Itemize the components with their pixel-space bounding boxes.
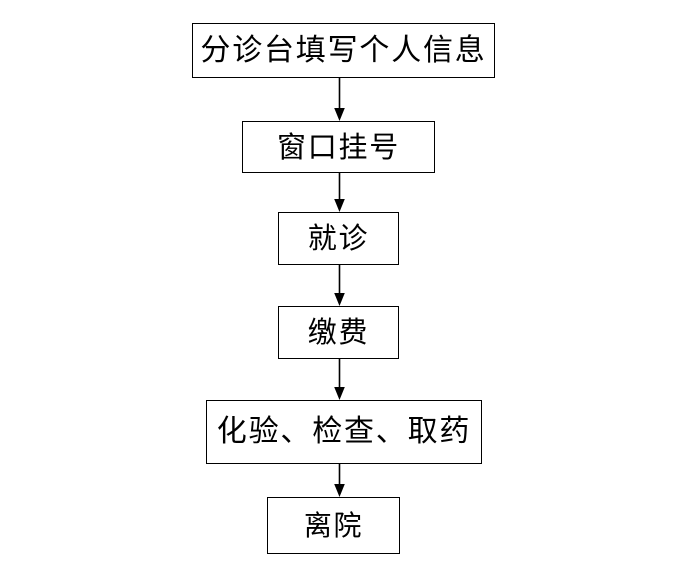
flow-node-label: 就诊 [307,221,370,255]
flow-node-label: 缴费 [307,315,370,349]
flow-node-window-registration[interactable]: 窗口挂号 [242,121,435,173]
flow-node-label: 窗口挂号 [277,129,400,164]
flow-node-label: 分诊台填写个人信息 [200,32,487,68]
flow-arrow-payment-to-tests [331,359,348,400]
flow-node-leave-hospital[interactable]: 离院 [267,497,400,554]
flow-node-payment[interactable]: 缴费 [278,306,399,359]
flow-arrow-consultation-to-payment [331,265,348,306]
flow-node-tests-exams-medicine[interactable]: 化验、检查、取药 [206,400,482,464]
flow-node-triage-form[interactable]: 分诊台填写个人信息 [192,23,495,78]
flow-node-label: 化验、检查、取药 [216,414,472,449]
flow-arrow-tests-to-discharge [331,464,348,497]
flow-arrow-triage-to-registration [331,78,348,121]
flow-node-label: 离院 [303,508,364,542]
flow-node-consultation[interactable]: 就诊 [278,212,399,265]
flow-arrow-registration-to-consultation [331,173,348,212]
